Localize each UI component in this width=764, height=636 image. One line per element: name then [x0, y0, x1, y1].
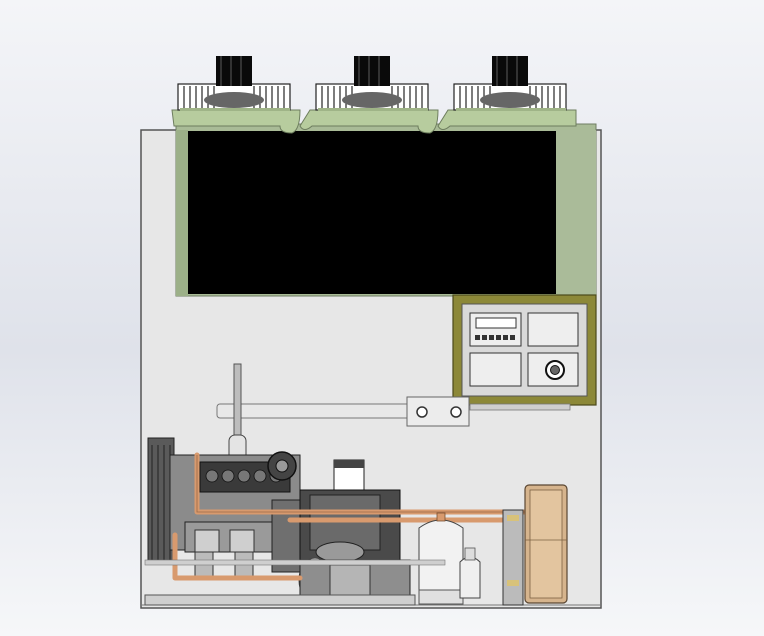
cooling-fan-3: [437, 56, 577, 130]
exhaust-horizontal-pipe: [216, 403, 413, 419]
pressure-vessels: [418, 512, 481, 605]
switch-module-blank: [469, 352, 522, 387]
meter-module-blank: [527, 312, 579, 347]
key-switch-module: [527, 352, 579, 387]
vessel-small: [459, 547, 481, 599]
cooling-fan-2: [299, 56, 439, 134]
cooling-fan-1: [171, 56, 301, 134]
exchanger-frame: [502, 509, 524, 606]
bracket-bolt-icon: [450, 406, 462, 418]
pipe-return: [172, 532, 303, 581]
base-skid: [144, 594, 416, 606]
radiator-right-rail: [556, 130, 596, 296]
controller-display: [475, 317, 517, 329]
fan-blades: [342, 92, 402, 108]
bracket-bolt-icon: [416, 406, 428, 418]
fan-blades: [480, 92, 540, 108]
alternator: [298, 459, 411, 603]
fan-shroud: [299, 109, 439, 134]
fan-blades: [204, 92, 264, 108]
radiator: [175, 123, 597, 297]
control-panel: [452, 294, 597, 411]
fan-shroud: [437, 109, 577, 130]
control-panel-bracket: [469, 403, 571, 411]
alternator-end-bell: [315, 541, 365, 563]
radiator-core: [188, 131, 556, 294]
copper-piping-outline: [196, 455, 525, 513]
controller-buttons: [475, 335, 515, 340]
plate-heat-exchanger: [502, 484, 568, 606]
base-frame: [144, 559, 446, 606]
vessel-large: [418, 512, 464, 605]
exhaust-vertical-stack: [233, 363, 242, 440]
controller-module: [469, 312, 522, 347]
radiator-left-rail: [176, 130, 188, 296]
fan-shroud: [171, 109, 301, 134]
